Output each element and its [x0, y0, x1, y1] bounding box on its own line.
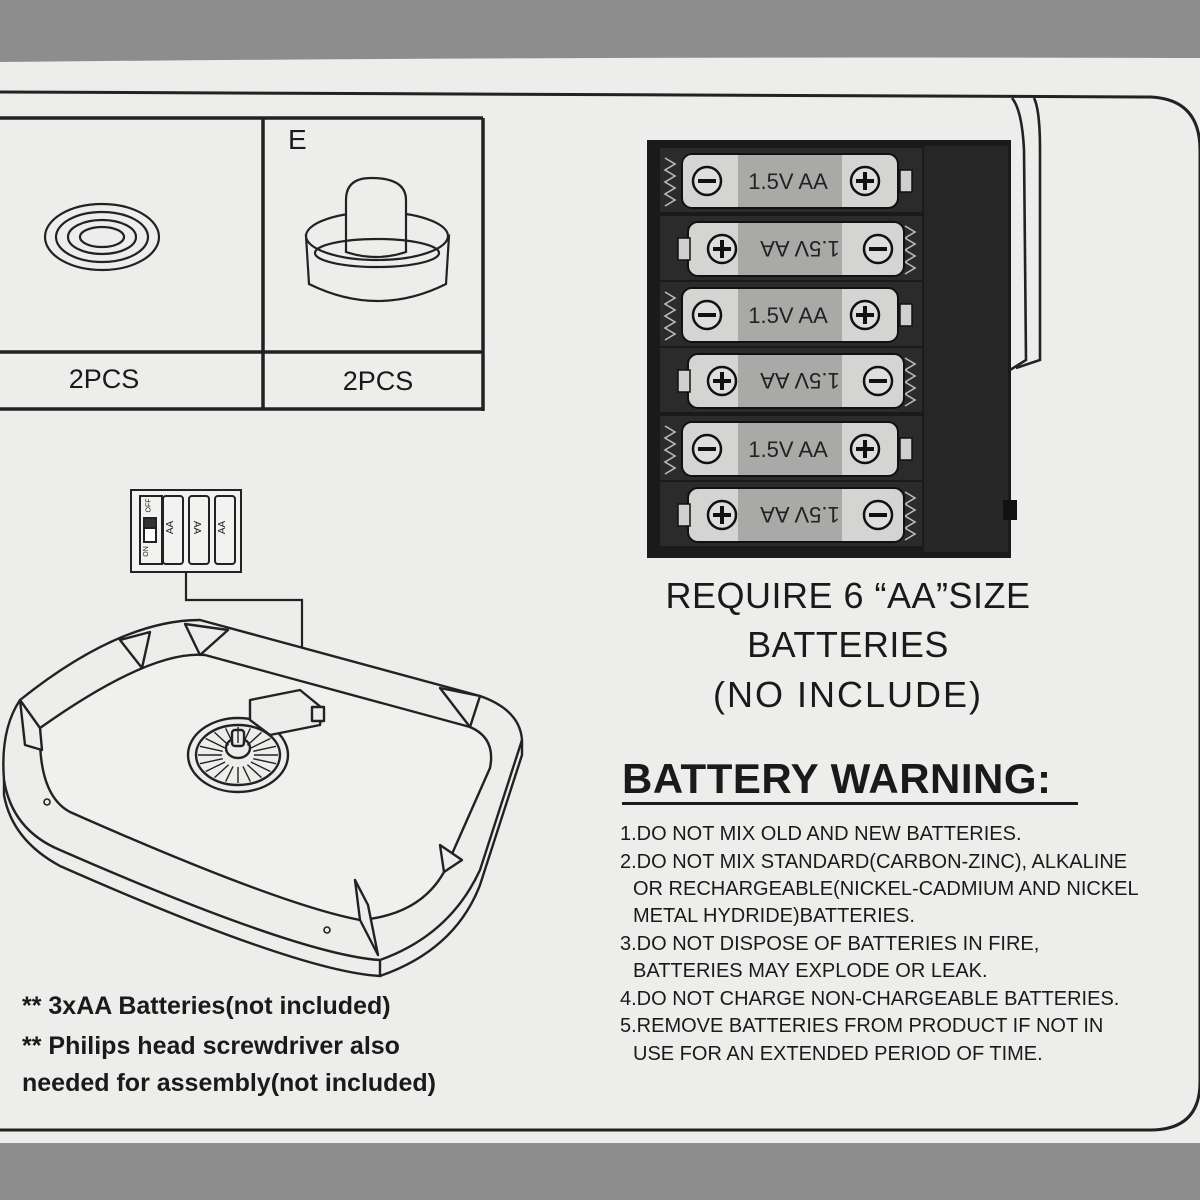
minus-icon: [691, 165, 723, 197]
cell-voltage-label: 1.5V AA: [760, 236, 840, 261]
plus-icon: [706, 233, 738, 265]
fan-blade: [253, 758, 277, 765]
aa-cell: 1.5V AA: [660, 482, 922, 546]
part-qty-e: 2PCS: [342, 366, 414, 396]
warning-line-6: BATTERIES MAY EXPLODE OR LEAK.: [633, 960, 988, 982]
fan-blade: [225, 766, 234, 782]
requirement-line-3: (NO INCLUDE): [712, 674, 983, 715]
fan-blade: [250, 761, 271, 773]
battery-spring: [663, 425, 677, 475]
fan-blade: [246, 731, 262, 746]
battery-warning-title: BATTERY WARNING:: [622, 755, 1052, 802]
cell-voltage-label: 1.5V AA: [748, 169, 828, 194]
fan-blade: [250, 737, 271, 749]
battery-spring: [663, 157, 677, 207]
aa-cell: 1.5V AA: [660, 416, 922, 480]
minus-icon: [691, 433, 723, 465]
switch-off-label: OFF: [145, 498, 153, 513]
ring-washer-icon: [43, 202, 161, 272]
small-cell-label-2: AA: [191, 520, 203, 535]
plus-icon: [849, 165, 881, 197]
minus-icon: [862, 365, 894, 397]
requirement-line-2: BATTERIES: [747, 624, 949, 665]
part-letter-e: E: [288, 124, 307, 155]
air-hockey-table-drawing: [2, 618, 524, 978]
fan-blades: [198, 727, 278, 783]
cell-voltage-label: 1.5V AA: [748, 437, 828, 462]
small-battery-box-icon: [130, 489, 242, 573]
aa-cell: 1.5V AA: [660, 148, 922, 212]
requirement-line-1: REQUIRE 6 “AA”SIZE: [665, 575, 1031, 616]
minus-icon: [862, 499, 894, 531]
warning-line-9: USE FOR AN EXTENDED PERIOD OF TIME.: [633, 1043, 1043, 1065]
small-cell-label-3: AA: [217, 520, 229, 535]
fan-blade: [242, 766, 251, 782]
cell-voltage-label: 1.5V AA: [748, 303, 828, 328]
warning-line-8: 5.REMOVE BATTERIES FROM PRODUCT IF NOT I…: [620, 1015, 1104, 1037]
wire: [184, 572, 304, 690]
small-cell-label-1: AA: [165, 520, 177, 535]
plus-icon: [706, 499, 738, 531]
fan-blade: [225, 728, 234, 744]
plus-icon: [706, 365, 738, 397]
warning-line-1: 1.DO NOT MIX OLD AND NEW BATTERIES.: [620, 823, 1022, 845]
parts-table: [0, 116, 485, 411]
fan-blade: [253, 745, 277, 752]
fan-blade: [242, 728, 251, 744]
note-assembly: needed for assembly(not included): [22, 1069, 436, 1097]
fan-blade: [246, 764, 262, 779]
warning-line-7: 4.DO NOT CHARGE NON-CHARGEABLE BATTERIES…: [620, 988, 1120, 1010]
plus-icon: [849, 433, 881, 465]
warning-line-2: 2.DO NOT MIX STANDARD(CARBON-ZINC), ALKA…: [620, 851, 1128, 873]
aa-cell: 1.5V AA: [660, 282, 922, 346]
fan-blade: [199, 758, 223, 765]
plus-icon: [849, 299, 881, 331]
part-qty-left: 2PCS: [68, 364, 140, 394]
aa-cell: 1.5V AA: [660, 216, 922, 280]
minus-icon: [691, 299, 723, 331]
cell-voltage-label: 1.5V AA: [760, 502, 840, 527]
striker-mallet-icon: [304, 176, 451, 302]
switch-on-label: ON: [142, 546, 150, 557]
warning-line-4: METAL HYDRIDE)BATTERIES.: [633, 905, 915, 927]
fan-blade: [205, 737, 226, 749]
warning-title-underline: [622, 802, 1078, 805]
fan-blade: [199, 745, 223, 752]
fan-blade: [214, 731, 230, 746]
page-border: [0, 90, 1200, 1132]
note-batteries: ** 3xAA Batteries(not included): [22, 992, 391, 1020]
fan-blade: [214, 764, 230, 779]
battery-cells: 1.5V AA 1.5V AA 1.5V AA 1.5V AA 1.5V AA 1.5V …: [660, 148, 922, 546]
minus-icon: [862, 233, 894, 265]
aa-cell: 1.5V AA: [660, 348, 922, 412]
cell-voltage-label: 1.5V AA: [760, 368, 840, 393]
warning-line-5: 3.DO NOT DISPOSE OF BATTERIES IN FIRE,: [620, 933, 1040, 955]
warning-line-3: OR RECHARGEABLE(NICKEL-CADMIUM AND NICKE…: [633, 878, 1139, 900]
battery-spring: [663, 291, 677, 341]
note-screwdriver: ** Philips head screwdriver also: [22, 1032, 400, 1060]
fan-blade: [205, 761, 226, 773]
